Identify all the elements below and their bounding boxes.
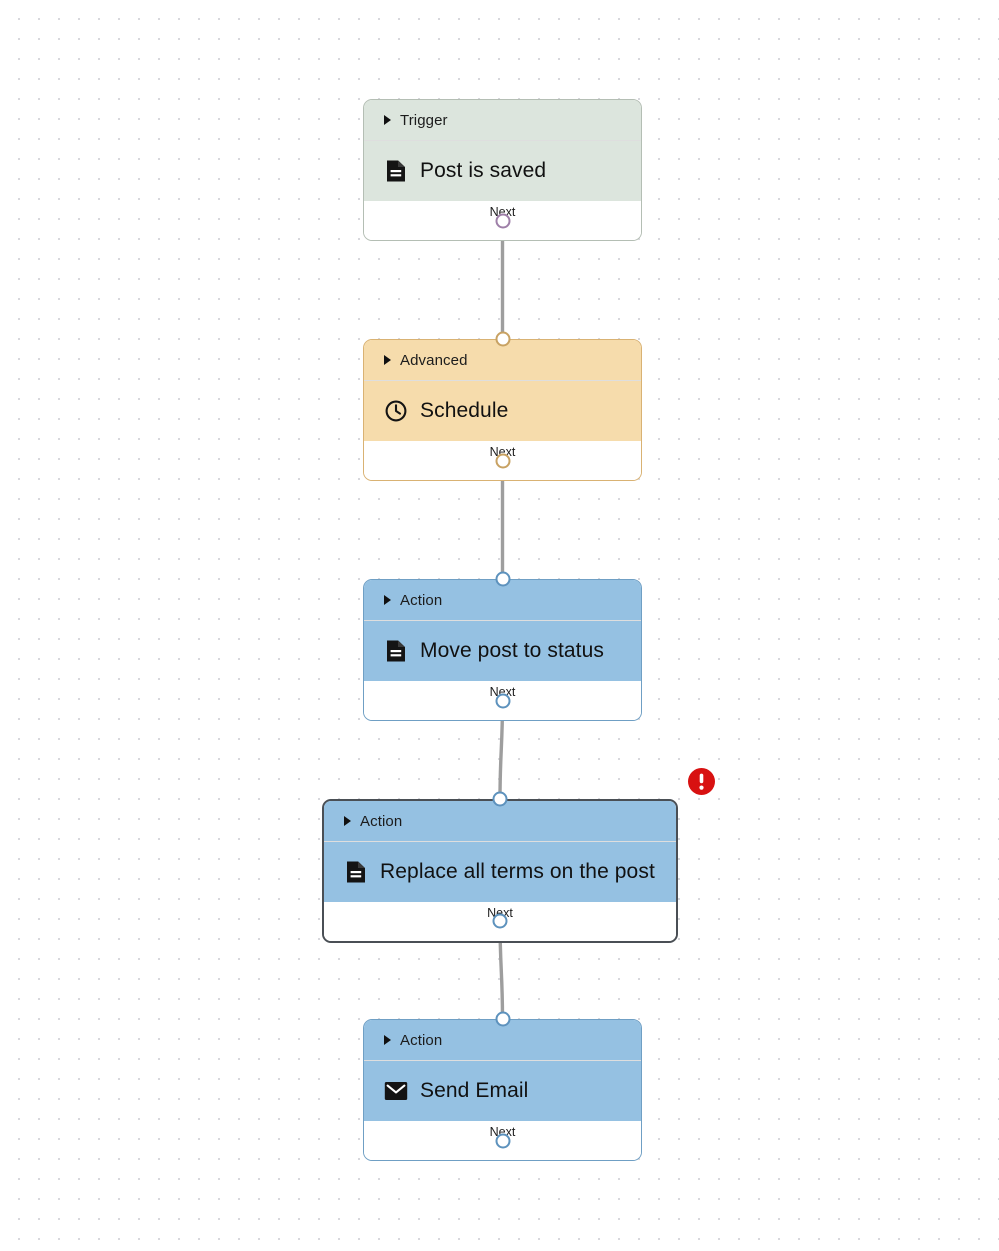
node-header[interactable]: Advanced <box>364 340 641 380</box>
node-output-port[interactable] <box>495 453 510 469</box>
node-header[interactable]: Trigger <box>364 100 641 140</box>
caret-right-icon[interactable] <box>384 1035 391 1045</box>
node-title: Replace all terms on the post <box>380 860 655 883</box>
error-exclamation-icon[interactable] <box>688 768 715 795</box>
node-header[interactable]: Action <box>324 801 676 841</box>
node-title: Schedule <box>420 399 509 422</box>
node-output-port[interactable] <box>492 913 508 929</box>
node-output-port[interactable] <box>495 693 510 709</box>
envelope-icon <box>384 1079 408 1103</box>
node-body[interactable]: Post is saved <box>364 141 641 201</box>
node-input-port[interactable] <box>495 331 510 347</box>
node-divider <box>364 1060 641 1061</box>
node-divider <box>364 620 641 621</box>
node-title: Post is saved <box>420 159 547 182</box>
caret-right-icon[interactable] <box>384 355 391 365</box>
clock-icon <box>384 399 408 423</box>
document-icon <box>384 639 408 663</box>
caret-right-icon[interactable] <box>344 816 351 826</box>
node-divider <box>364 140 641 141</box>
node-body[interactable]: Send Email <box>364 1061 641 1121</box>
node-body[interactable]: Replace all terms on the post <box>324 842 676 902</box>
document-icon <box>384 159 408 183</box>
caret-right-icon[interactable] <box>384 595 391 605</box>
node-title: Move post to status <box>420 639 604 662</box>
caret-right-icon[interactable] <box>384 115 391 125</box>
node-input-port[interactable] <box>495 1011 510 1027</box>
node-category-label: Action <box>400 591 443 609</box>
node-category-label: Trigger <box>400 111 448 129</box>
node-category-label: Advanced <box>400 351 468 369</box>
node-body[interactable]: Schedule <box>364 381 641 441</box>
node-header[interactable]: Action <box>364 1020 641 1060</box>
node-category-label: Action <box>360 812 403 830</box>
node-input-port[interactable] <box>492 791 508 807</box>
node-input-port[interactable] <box>495 571 510 587</box>
node-output-port[interactable] <box>495 1133 510 1149</box>
document-icon <box>344 860 368 884</box>
node-divider <box>324 841 676 842</box>
node-divider <box>364 380 641 381</box>
node-body[interactable]: Move post to status <box>364 621 641 681</box>
node-header[interactable]: Action <box>364 580 641 620</box>
node-output-port[interactable] <box>495 213 510 229</box>
node-title: Send Email <box>420 1079 529 1102</box>
node-category-label: Action <box>400 1031 443 1049</box>
